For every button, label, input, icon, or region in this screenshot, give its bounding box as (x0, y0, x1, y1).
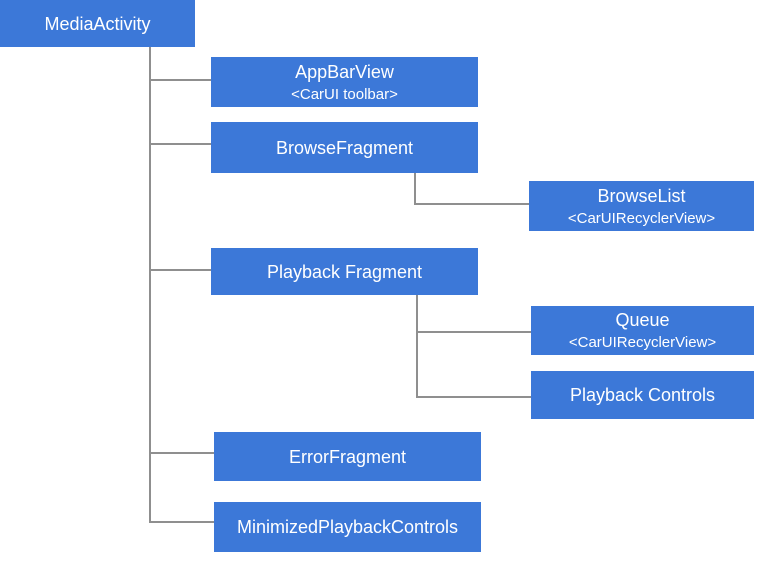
node-media-activity: MediaActivity (0, 0, 195, 47)
connector-stub-browsefragment (149, 143, 211, 145)
node-browse-list-label: BrowseList (597, 185, 686, 206)
node-queue-sublabel: <CarUIRecyclerView> (568, 334, 717, 351)
connector-stub-playbackcontrols (416, 396, 531, 398)
connector-stub-playbackfragment (149, 269, 211, 271)
connector-drop-browsefragment (414, 173, 416, 205)
connector-stub-browselist (414, 203, 529, 205)
node-browse-fragment: BrowseFragment (211, 122, 478, 173)
connector-stub-errorfragment (149, 452, 214, 454)
connector-stub-queue (416, 331, 531, 333)
node-error-fragment-label: ErrorFragment (288, 446, 407, 467)
node-browse-list: BrowseList <CarUIRecyclerView> (529, 181, 754, 231)
node-queue: Queue <CarUIRecyclerView> (531, 306, 754, 355)
node-minimized-playback-controls-label: MinimizedPlaybackControls (236, 517, 459, 537)
node-app-bar-view-sublabel: <CarUI toolbar> (291, 85, 398, 103)
node-minimized-playback-controls: MinimizedPlaybackControls (214, 502, 481, 552)
node-browse-list-sublabel: <CarUIRecyclerView> (567, 209, 716, 227)
node-queue-label: Queue (615, 310, 670, 330)
connector-drop-playbackfragment (416, 294, 418, 398)
node-playback-controls: Playback Controls (531, 371, 754, 419)
connector-stub-appbarview (149, 79, 211, 81)
node-app-bar-view: AppBarView <CarUI toolbar> (211, 57, 478, 107)
node-playback-fragment: Playback Fragment (211, 248, 478, 295)
connector-stub-minimizedplaybackcontrols (149, 521, 214, 523)
node-browse-fragment-label: BrowseFragment (275, 137, 414, 158)
node-playback-controls-label: Playback Controls (569, 385, 716, 405)
node-app-bar-view-label: AppBarView (295, 61, 394, 82)
node-error-fragment: ErrorFragment (214, 432, 481, 481)
node-playback-fragment-label: Playback Fragment (266, 261, 423, 282)
connector-trunk-mediaactivity (149, 47, 151, 523)
node-media-activity-label: MediaActivity (44, 13, 151, 34)
